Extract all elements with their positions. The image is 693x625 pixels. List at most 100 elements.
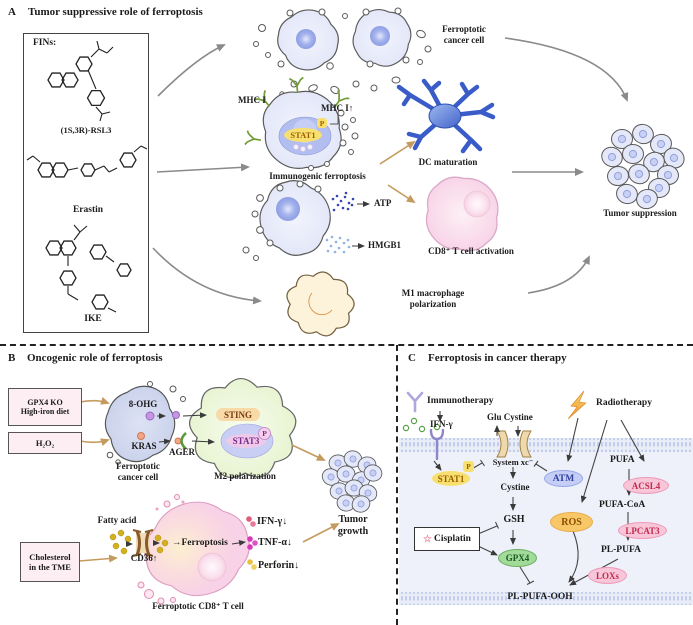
cystine-label: Cystine [500, 482, 530, 492]
membrane-blebs [308, 109, 359, 171]
mhc1-label: MHC I [238, 95, 266, 105]
stat3-oval: STAT3 [226, 434, 266, 448]
tan-arrows [78, 140, 416, 563]
pl-pufa-label: PL-PUFA [601, 545, 641, 555]
tnf-alpha-down-label: TNF-α↓ [258, 537, 292, 548]
antibody-icon [406, 391, 424, 413]
lightning-bolt-icon [567, 390, 587, 420]
cd36-label: CD36↑ [130, 553, 158, 563]
panel-a-title: Tumor suppressive role of ferroptosis [28, 6, 203, 18]
m2-polarization-label: M2 polarization [214, 471, 276, 481]
panel-c-title: Ferroptosis in cancer therapy [428, 352, 567, 364]
h2o2-box: H₂O₂ [8, 432, 82, 454]
nucleus [276, 197, 300, 221]
rsl3-label: (1S,3R)-RSL3 [60, 125, 112, 135]
rsl3-structure [48, 40, 114, 122]
pink-vesicles [137, 494, 180, 605]
ike-label: IKE [84, 314, 102, 324]
tumor-suppression-label: Tumor suppression [603, 208, 677, 218]
8-ohg-label: 8-OHG [128, 399, 158, 409]
mhc1-up-label: MHC I↑ [321, 103, 354, 113]
pufa-label: PUFA [610, 455, 635, 465]
kras-label: KRAS [131, 441, 157, 451]
tumor-growth-label: Tumor growth [337, 514, 369, 537]
phospho-chip-a: P [317, 118, 327, 128]
ager-label: AGER [168, 447, 195, 457]
m1-macrophage-label: M1 macrophage polarization [401, 288, 465, 309]
ferroptotic-cd8-label: Ferroptotic CD8⁺ T cell [152, 601, 244, 611]
lpcat3-oval: LPCAT3 [618, 522, 667, 539]
membrane-bottom [399, 592, 693, 605]
atp-dots [331, 191, 355, 212]
fins-heading: FINs: [33, 38, 57, 48]
ifn-gamma-dots [402, 417, 441, 433]
gpx4-ko-box: GPX4 KO High-iron diet [8, 388, 82, 426]
cholesterol-box: Cholesterol in the TME [20, 542, 80, 582]
fatty-acid-label: Fatty acid [97, 515, 137, 525]
sting-highlight: STING [216, 408, 260, 421]
cd36-transporter [132, 529, 154, 557]
gsh-label: GSH [503, 514, 525, 525]
panel-a-letter: A [8, 6, 16, 18]
acsl4-oval: ACSL4 [623, 477, 669, 494]
loxs-oval: LOXs [588, 567, 627, 584]
ifn-gamma-label-c: IFN-γ [430, 419, 453, 429]
panel-divider-vertical [396, 345, 398, 625]
ifn-gamma-down-label: IFN-γ↓ [257, 516, 288, 527]
membrane-blebs [242, 180, 322, 261]
gray-arrows [152, 37, 629, 305]
panel-b-letter: B [8, 352, 16, 364]
hmgb1-dots [325, 235, 351, 254]
fatty-acid-dots [109, 529, 169, 555]
dendritic-cell [396, 78, 496, 154]
glu-cystine-label: Glu Cystine [487, 412, 533, 422]
nucleus [370, 26, 390, 46]
ike-structure [46, 224, 131, 312]
ferroptotic-cancer-cell-b [95, 376, 186, 471]
cisplatin-box: ☆ Cisplatin [414, 527, 480, 551]
ros-oval: ROS [550, 512, 593, 532]
crescent-nucleus [308, 292, 333, 316]
gpx4-oval: GPX4 [498, 549, 537, 567]
atp-hmgb1-releasing-cell [243, 173, 354, 263]
stat1-oval-a: STAT1 [284, 128, 322, 142]
8-ohg-dot [145, 411, 155, 421]
immunogenic-ferroptosis-label: Immunogenic ferroptosis [269, 171, 366, 181]
ager-receptor-icon [180, 432, 187, 450]
star-icon: ☆ [423, 533, 432, 545]
nuclear-dots [293, 144, 313, 152]
nucleus [463, 190, 491, 218]
atp-label: ATP [374, 198, 392, 208]
m1-macrophage [278, 263, 361, 344]
pl-pufa-ooh-label: PL-PUFA-OOH [507, 592, 573, 602]
m2-macrophage [182, 372, 301, 485]
panel-c-letter: C [408, 352, 416, 364]
pufa-coa-label: PUFA-CoA [599, 500, 646, 510]
tumor-suppression-cluster [597, 120, 689, 213]
erastin-structure [26, 145, 148, 177]
cd8-activation-label: CD8⁺ T cell activation [428, 246, 514, 256]
ferroptotic-cancer-cell-label-b: Ferroptotic cancer cell [116, 461, 160, 482]
hmgb1-label: HMGB1 [368, 240, 401, 250]
mhc-pointer-line [330, 115, 339, 125]
8-ohg-dot [172, 411, 180, 419]
ferroptotic-cancer-cell-label-a: Ferroptotic cancer cell [442, 24, 486, 45]
chemical-structures [26, 40, 148, 312]
ifn-receptor-icon [429, 428, 445, 461]
panel-divider-horizontal [0, 344, 693, 346]
immunotherapy-label: Immunotherapy [427, 396, 494, 406]
system-xc-label: System xc⁻ [492, 457, 534, 467]
phospho-chip-b: P [258, 427, 271, 440]
kras-dot [137, 432, 145, 440]
ferroptotic-cd8-t-cell [110, 490, 259, 607]
mhc1-receptor-icon [244, 129, 263, 148]
nucleus [197, 552, 227, 582]
membrane-top [399, 438, 693, 452]
cisplatin-label: Cisplatin [434, 534, 471, 544]
stat1-oval-c: STAT1 [432, 471, 470, 486]
nucleus [296, 29, 316, 49]
panel-b-title: Oncogenic role of ferroptosis [27, 352, 163, 364]
dc-maturation-label: DC maturation [418, 157, 478, 167]
phospho-chip-c: P [463, 461, 474, 472]
